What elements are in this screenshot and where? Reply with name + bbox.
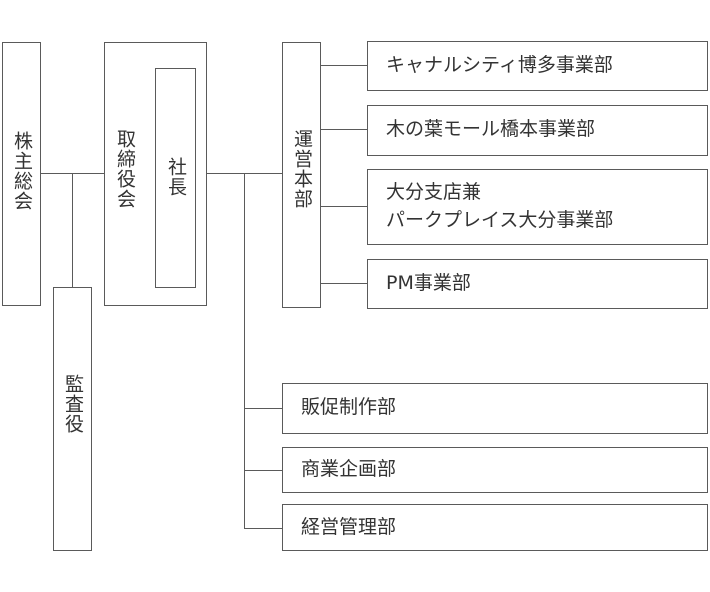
connector-dept-3	[244, 528, 282, 529]
department-label-1: 販促制作部	[301, 396, 397, 418]
department-box-3: 経営管理部	[282, 504, 708, 551]
president-box: 社長	[155, 68, 196, 288]
connector-division-4	[320, 283, 367, 284]
connector-dept-1	[244, 408, 282, 409]
auditor-box: 監査役	[53, 287, 92, 551]
president-label: 社長	[165, 157, 187, 197]
board-box: 取締役会 社長	[104, 42, 207, 306]
shareholders-meeting-label: 株主総会	[11, 131, 33, 211]
division-label-2: 木の葉モール橋本事業部	[386, 118, 596, 140]
operations-hq-label: 運営本部	[291, 129, 313, 209]
division-label-4: PM事業部	[386, 272, 471, 294]
department-box-1: 販促制作部	[282, 383, 708, 434]
board-label: 取締役会	[114, 129, 136, 209]
connector-trunk-vertical	[244, 173, 245, 529]
connector-dept-2	[244, 470, 282, 471]
division-label-3-line-1: 大分支店兼	[386, 181, 482, 203]
connector-division-1	[320, 65, 367, 66]
shareholders-meeting-box: 株主総会	[2, 42, 41, 306]
connector-division-3	[320, 206, 367, 207]
auditor-label: 監査役	[62, 374, 84, 434]
division-label-1: キャナルシティ博多事業部	[386, 54, 613, 76]
connector-division-2	[320, 129, 367, 130]
division-box-1: キャナルシティ博多事業部	[367, 41, 708, 91]
department-box-2: 商業企画部	[282, 447, 708, 493]
department-label-2: 商業企画部	[301, 458, 397, 480]
division-box-2: 木の葉モール橋本事業部	[367, 105, 708, 156]
division-box-3: 大分支店兼 パークプレイス大分事業部	[367, 169, 708, 245]
operations-hq-box: 運営本部	[282, 42, 321, 308]
division-label-3-line-2: パークプレイス大分事業部	[386, 209, 614, 231]
department-label-3: 経営管理部	[301, 516, 397, 538]
division-box-4: PM事業部	[367, 259, 708, 309]
connector-auditor-vertical	[72, 173, 73, 287]
